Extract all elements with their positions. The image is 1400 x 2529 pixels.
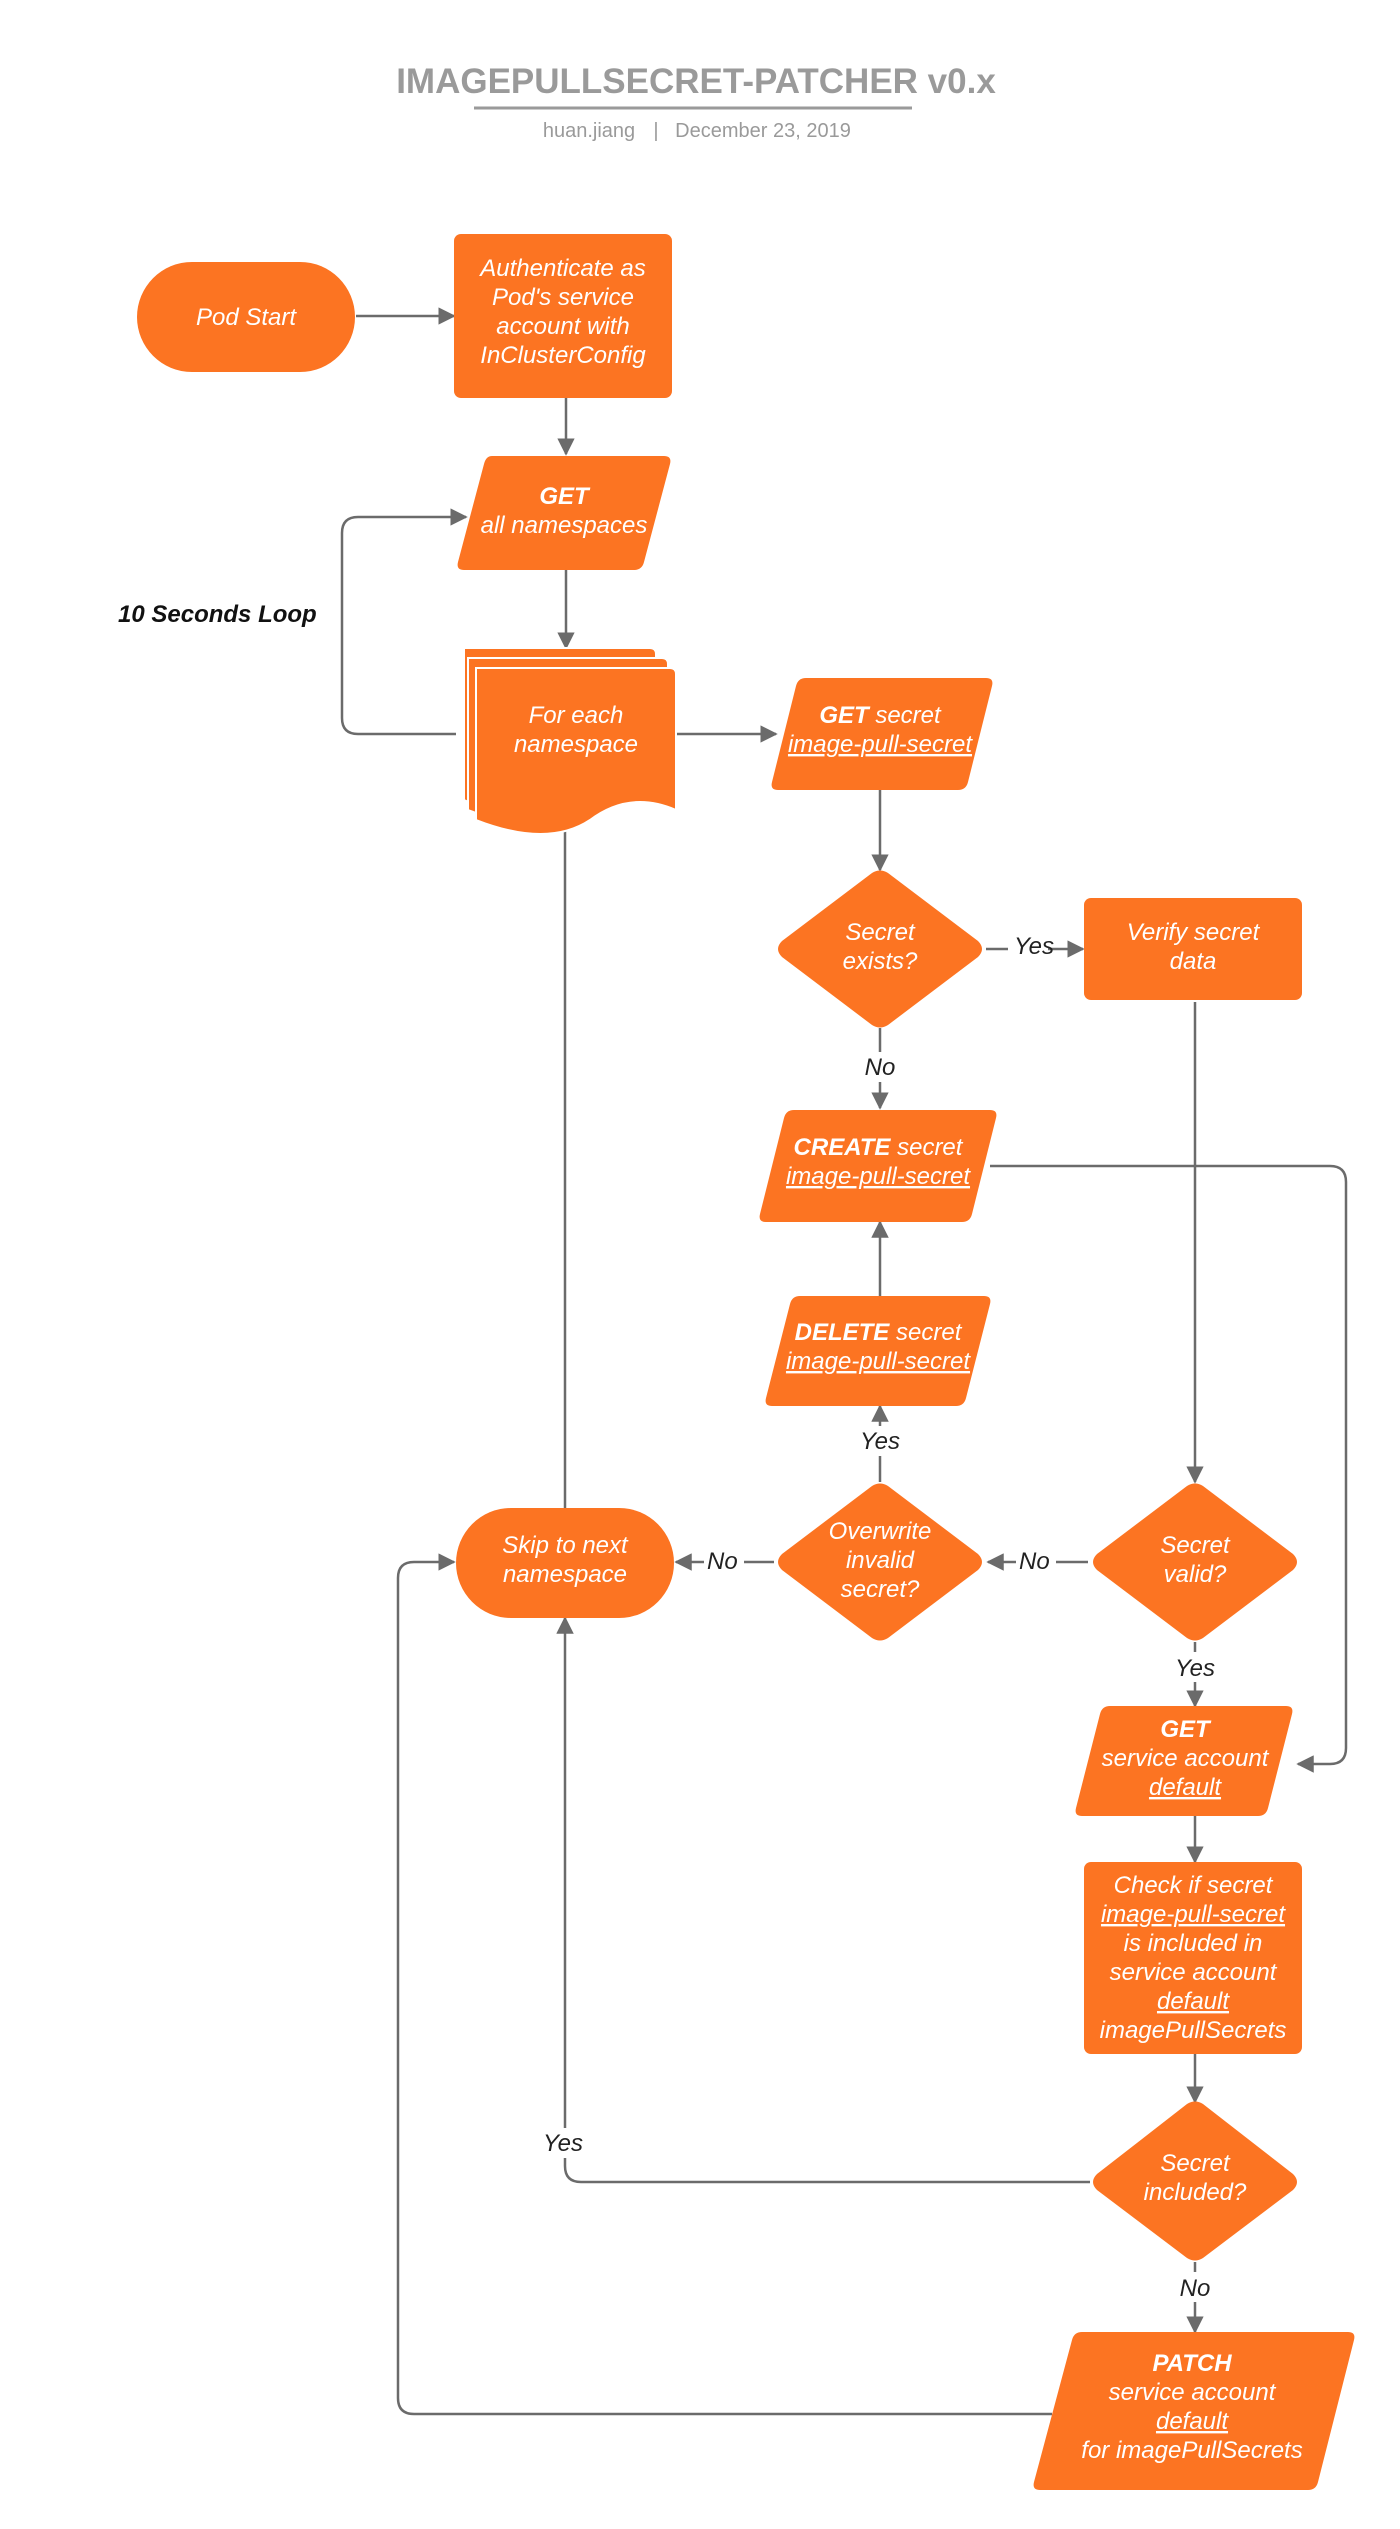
header-separator: |: [653, 120, 658, 142]
label-valid-no: No: [1019, 1548, 1050, 1575]
overwrite-line-3: secret?: [841, 1576, 920, 1603]
verify-secret-line-1: Verify secret: [1127, 919, 1261, 946]
secret-valid-line-2: valid?: [1164, 1561, 1227, 1588]
authenticate-line-3: account with: [496, 313, 629, 340]
pod-start-label: Pod Start: [196, 304, 297, 331]
create-secret-line-1: CREATE secret: [794, 1134, 964, 1161]
node-authenticate: Authenticate as Pod's service account wi…: [454, 234, 672, 398]
label-included-yes: Yes: [543, 2130, 583, 2157]
check-line-3: is included in: [1124, 1930, 1263, 1957]
get-namespaces-text: all namespaces: [481, 512, 648, 539]
label-overwrite-no: No: [707, 1548, 738, 1575]
verify-secret-line-2: data: [1170, 948, 1217, 975]
patch-text: service account: [1109, 2379, 1277, 2406]
edge-loop-back: [340, 508, 468, 736]
node-create-secret: CREATE secret image-pull-secret: [759, 1110, 997, 1222]
delete-secret-line-1: DELETE secret: [795, 1319, 963, 1346]
node-patch: PATCH service account default for imageP…: [1033, 2332, 1355, 2490]
node-pod-start: Pod Start: [137, 262, 355, 372]
node-secret-exists: Secret exists?: [778, 870, 982, 1028]
node-get-service-account: GET service account default: [1075, 1706, 1293, 1816]
label-valid-yes: Yes: [1175, 1655, 1215, 1682]
diagram-header: IMAGEPULLSECRET-PATCHER v0.x huan.jiang …: [396, 62, 996, 142]
edge-included-skip: [556, 1616, 1090, 2184]
edge-create-getsa: [990, 1164, 1348, 1773]
diagram-title: IMAGEPULLSECRET-PATCHER v0.x: [396, 62, 996, 101]
secret-exists-line-1: Secret: [845, 919, 916, 946]
patch-verb: PATCH: [1152, 2350, 1232, 2377]
check-line-4: service account: [1110, 1959, 1278, 1986]
author-label: huan.jiang: [543, 120, 635, 142]
patch-account: default: [1156, 2408, 1229, 2435]
patch-tail: for imagePullSecrets: [1081, 2437, 1302, 2464]
overwrite-line-1: Overwrite: [829, 1518, 932, 1545]
secret-valid-line-1: Secret: [1160, 1532, 1231, 1559]
loop-label: 10 Seconds Loop: [118, 601, 317, 628]
for-each-line-1: For each: [529, 702, 624, 729]
label-overwrite-yes: Yes: [860, 1428, 900, 1455]
edge-labels: Yes No No Yes No Yes Yes No: [540, 932, 1217, 2302]
get-sa-verb: GET: [1160, 1716, 1212, 1743]
delete-secret-text: secret: [896, 1319, 963, 1346]
get-namespaces-verb: GET: [539, 483, 591, 510]
node-delete-secret: DELETE secret image-pull-secret: [765, 1296, 991, 1406]
secret-included-line-1: Secret: [1160, 2150, 1231, 2177]
node-for-each: For each namespace: [463, 647, 677, 835]
delete-secret-verb: DELETE: [795, 1319, 891, 1346]
skip-next-line-1: Skip to next: [502, 1532, 629, 1559]
create-secret-text: secret: [897, 1134, 964, 1161]
node-get-secret: GET secret image-pull-secret: [771, 678, 993, 790]
node-check-included: Check if secret image-pull-secret is inc…: [1084, 1862, 1302, 2054]
secret-included-line-2: included?: [1144, 2179, 1247, 2206]
check-line-6: imagePullSecrets: [1100, 2017, 1287, 2044]
secret-exists-line-2: exists?: [843, 948, 918, 975]
label-included-no: No: [1180, 2275, 1211, 2302]
label-exists-no: No: [865, 1054, 896, 1081]
node-overwrite-invalid: Overwrite invalid secret?: [778, 1483, 982, 1641]
authenticate-line-2: Pod's service: [492, 284, 634, 311]
authenticate-line-4: InClusterConfig: [480, 342, 646, 369]
get-sa-text: service account: [1102, 1745, 1270, 1772]
date-label: December 23, 2019: [675, 120, 851, 142]
create-secret-verb: CREATE: [794, 1134, 892, 1161]
overwrite-line-2: invalid: [846, 1547, 915, 1574]
for-each-line-2: namespace: [514, 731, 638, 758]
get-secret-text: secret: [875, 702, 942, 729]
check-line-1: Check if secret: [1114, 1872, 1274, 1899]
get-secret-line-1: GET secret: [819, 702, 942, 729]
label-exists-yes: Yes: [1014, 933, 1054, 960]
node-get-namespaces: GET all namespaces: [457, 456, 671, 570]
get-sa-account: default: [1149, 1774, 1222, 1801]
check-secret-name: image-pull-secret: [1101, 1901, 1286, 1928]
node-skip-next: Skip to next namespace: [456, 1508, 674, 1618]
skip-next-line-2: namespace: [503, 1561, 627, 1588]
get-secret-verb: GET: [819, 702, 871, 729]
create-secret-name: image-pull-secret: [786, 1163, 971, 1190]
edge-patch-skip: [396, 1553, 1052, 2416]
node-secret-valid: Secret valid?: [1093, 1483, 1297, 1641]
node-secret-included: Secret included?: [1093, 2101, 1297, 2261]
check-account-name: default: [1157, 1988, 1230, 2015]
get-secret-name: image-pull-secret: [788, 731, 973, 758]
node-verify-secret: Verify secret data: [1084, 898, 1302, 1000]
delete-secret-name: image-pull-secret: [786, 1348, 971, 1375]
authenticate-line-1: Authenticate as: [478, 255, 645, 282]
